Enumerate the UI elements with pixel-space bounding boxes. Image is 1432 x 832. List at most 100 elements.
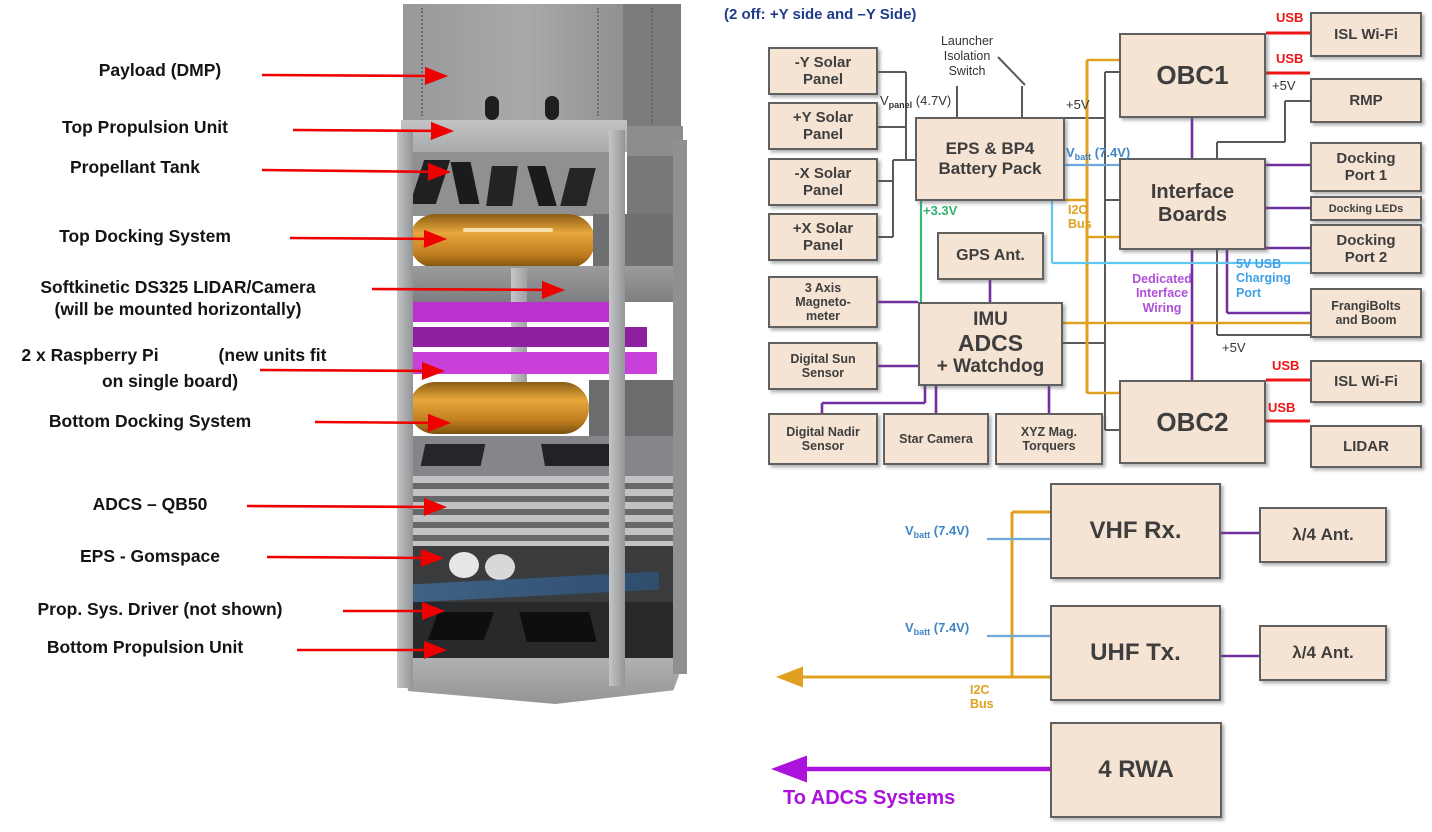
- label-propellant-tank: Propellant Tank: [70, 157, 200, 177]
- vpanel-sub: panel: [888, 100, 913, 110]
- usb-obc1-wifi-label: USB: [1276, 10, 1304, 25]
- usb-obc2-lidar-label: USB: [1268, 400, 1296, 415]
- label-bottom-docking: Bottom Docking System: [48, 411, 252, 431]
- box-docking-port-1-label: Docking Port 1: [1336, 150, 1396, 184]
- box-frangibolts-label: FrangiBolts and Boom: [1331, 299, 1401, 327]
- box-lidar: LIDAR: [1310, 425, 1422, 468]
- rivet-line: [597, 8, 599, 116]
- dedicated-wiring-label: Dedicated Interface Wiring: [1132, 272, 1192, 315]
- usb-obc2-wifi-label: USB: [1272, 358, 1300, 373]
- box-sun-sensor-label: Digital Sun Sensor: [790, 352, 856, 380]
- plus33-label: +3.3V: [923, 203, 958, 218]
- box-nadir: Digital Nadir Sensor: [768, 413, 878, 465]
- box-eps: EPS & BP4 Battery Pack: [915, 117, 1065, 201]
- raspberry-board: [405, 302, 619, 322]
- diagram-note: (2 off: +Y side and –Y Side): [724, 6, 917, 23]
- cylinder-highlight: [463, 228, 553, 232]
- box-magnetometer: 3 Axis Magneto- meter: [768, 276, 878, 328]
- vbatt-sub: batt: [1074, 152, 1092, 162]
- box-docking-port-1: Docking Port 1: [1310, 142, 1422, 192]
- to-adcs-label: To ADCS Systems: [783, 787, 956, 809]
- eps-cylinder: [449, 552, 479, 578]
- vbatt-rest: (7.4V): [930, 620, 970, 635]
- box-isl-wifi-1: ISL Wi-Fi: [1310, 12, 1422, 57]
- vbatt-interface-label: Vbatt (7.4V): [1066, 145, 1131, 162]
- label-raspberry: 2 x Raspberry Pi: [21, 345, 159, 365]
- raspberry-board: [411, 327, 647, 347]
- vbatt-base: V: [905, 620, 914, 635]
- vpanel-rest: (4.7V): [912, 93, 952, 108]
- box-isl-wifi-1-label: ISL Wi-Fi: [1334, 26, 1398, 43]
- box-obc2-label: OBC2: [1156, 406, 1229, 437]
- box-ant2-label: λ/4 Ant.: [1292, 643, 1354, 662]
- vbatt-base: V: [905, 523, 914, 538]
- payload-slot: [545, 96, 559, 120]
- box-rmp-label: RMP: [1349, 92, 1383, 109]
- box-solar-px-label: +X Solar Panel: [792, 220, 854, 254]
- label-eps: EPS - Gomspace: [79, 546, 221, 566]
- vbatt-sub: batt: [913, 627, 931, 637]
- box-vhf-label: VHF Rx.: [1089, 517, 1182, 544]
- label-raspberry-note2: on single board): [101, 371, 239, 391]
- box-ant1: λ/4 Ant.: [1259, 507, 1387, 563]
- box-obc1-label: OBC1: [1156, 60, 1229, 90]
- box-solar-nx-label: -X Solar Panel: [794, 165, 852, 199]
- label-lidar: Softkinetic DS325 LIDAR/Camera (will be …: [40, 277, 316, 319]
- eps-cylinder: [485, 554, 515, 580]
- box-nadir-label: Digital Nadir Sensor: [786, 425, 860, 453]
- box-uhf: UHF Tx.: [1050, 605, 1221, 701]
- rail-right: [673, 140, 687, 674]
- label-payload: Payload (DMP): [98, 60, 222, 80]
- vbatt-vhf-label: Vbatt (7.4V): [905, 523, 970, 540]
- box-solar-px: +X Solar Panel: [768, 213, 878, 261]
- box-solar-nx: -X Solar Panel: [768, 158, 878, 206]
- box-magnetometer-label: 3 Axis Magneto- meter: [795, 281, 851, 323]
- tank-frame-side: [627, 156, 681, 218]
- box-docking-leds: Docking LEDs: [1310, 196, 1422, 221]
- label-bottom-propulsion: Bottom Propulsion Unit: [46, 637, 244, 657]
- vbatt-uhf-label: Vbatt (7.4V): [905, 620, 970, 637]
- plus5v-frangi-label: +5V: [1222, 340, 1246, 355]
- adcs-stack: [405, 476, 673, 546]
- box-solar-py: +Y Solar Panel: [768, 102, 878, 150]
- box-docking-port-2-label: Docking Port 2: [1336, 232, 1396, 266]
- box-frangibolts: FrangiBolts and Boom: [1310, 288, 1422, 338]
- payload-body: [403, 4, 623, 122]
- box-gps: GPS Ant.: [937, 232, 1044, 280]
- box-star-camera-label: Star Camera: [899, 432, 973, 446]
- shelf-side: [593, 214, 681, 270]
- box-sun-sensor: Digital Sun Sensor: [768, 342, 878, 390]
- vbatt-base: V: [1066, 145, 1075, 160]
- box-solar-ny: -Y Solar Panel: [768, 47, 878, 95]
- docking-shelf: [401, 266, 681, 302]
- box-ant1-label: λ/4 Ant.: [1292, 525, 1354, 544]
- vbatt-rest: (7.4V): [1091, 145, 1131, 160]
- label-raspberry-note1: (new units fit: [218, 345, 327, 365]
- box-ant2: λ/4 Ant.: [1259, 625, 1387, 681]
- box-docking-port-2: Docking Port 2: [1310, 224, 1422, 274]
- box-solar-ny-label: -Y Solar Panel: [794, 54, 852, 88]
- usb-obc1-rmp-label: USB: [1276, 51, 1304, 66]
- box-obc2: OBC2: [1119, 380, 1266, 464]
- box-solar-py-label: +Y Solar Panel: [792, 109, 854, 143]
- rivet-line: [421, 8, 423, 116]
- label-prop-driver: Prop. Sys. Driver (not shown): [37, 599, 283, 619]
- label-top-docking: Top Docking System: [59, 226, 231, 246]
- vbatt-sub: batt: [913, 530, 931, 540]
- box-rmp: RMP: [1310, 78, 1422, 123]
- box-isl-wifi-2-label: ISL Wi-Fi: [1334, 373, 1398, 390]
- box-eps-label: EPS & BP4 Battery Pack: [938, 139, 1042, 178]
- shelf2-side: [589, 380, 681, 436]
- box-rwa-label: 4 RWA: [1098, 756, 1174, 783]
- box-gps-label: GPS Ant.: [956, 247, 1025, 264]
- raspberry-board: [405, 352, 657, 374]
- vbatt-rest: (7.4V): [930, 523, 970, 538]
- payload-slot: [485, 96, 499, 120]
- vpanel-label: Vpanel (4.7V): [880, 93, 952, 110]
- i2c-bottom-label: I2C Bus: [970, 683, 994, 712]
- box-lidar-label: LIDAR: [1343, 438, 1389, 455]
- rivet-line: [651, 8, 653, 124]
